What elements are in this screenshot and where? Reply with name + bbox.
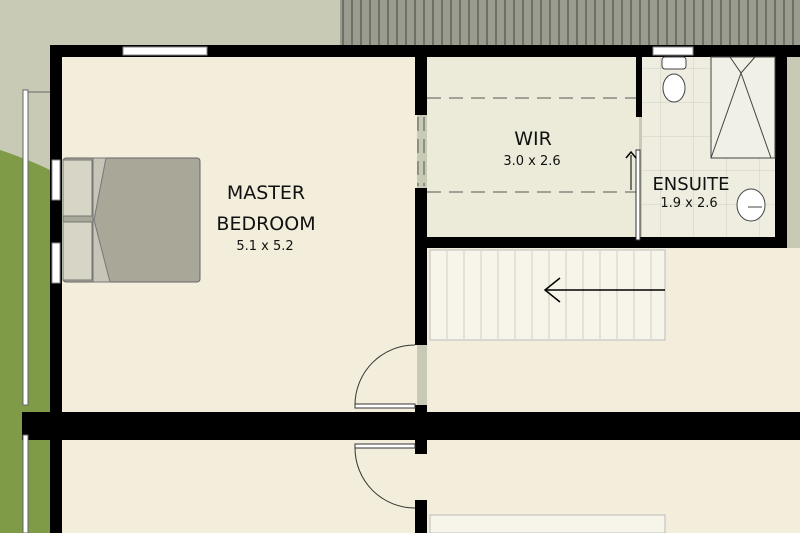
master-bedroom-size: 5.1 x 5.2: [236, 239, 293, 254]
ensuite-sliding-door[interactable]: [625, 149, 641, 241]
window: [652, 46, 694, 56]
window: [122, 46, 208, 56]
window: [51, 242, 61, 284]
bed: [62, 157, 201, 283]
ensuite-name: ENSUITE: [652, 174, 729, 195]
balcony-rail: [22, 89, 50, 533]
wir-size: 3.0 x 2.6: [503, 154, 560, 169]
stairs: [429, 249, 666, 533]
wir-name: WIR: [514, 128, 552, 150]
basin-icon: [736, 188, 766, 222]
master-bedroom-door[interactable]: [354, 344, 416, 409]
lower-room-door[interactable]: [354, 443, 416, 509]
walls: [22, 45, 800, 533]
ensuite-size: 1.9 x 2.6: [660, 196, 717, 211]
toilet-icon: [661, 56, 687, 103]
window: [51, 159, 61, 201]
master-bedroom-name: MASTER: [227, 182, 305, 204]
stair-direction-arrow-icon: [543, 277, 561, 303]
roof: [340, 0, 800, 45]
shower-icon: [710, 56, 776, 159]
master-bedroom-name: BEDROOM: [216, 213, 315, 235]
wir-shelf-lines: [417, 97, 636, 193]
wir-floor: [427, 57, 639, 237]
